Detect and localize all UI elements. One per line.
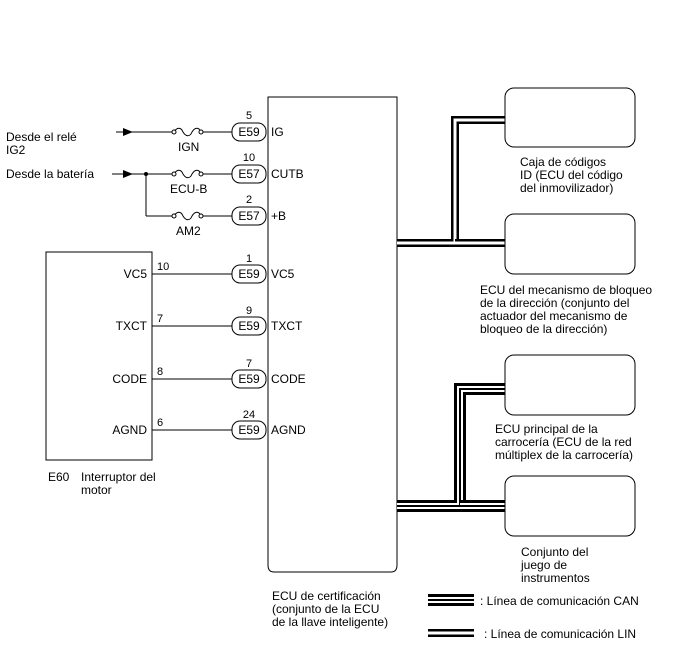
connector-id: E59 <box>238 319 260 333</box>
connector-pin: 1 <box>246 253 252 265</box>
ig2-source-line-1: Desde el relé <box>6 130 77 144</box>
engine-switch-name-line-2: motor <box>81 483 112 497</box>
ecub-fuse-icon <box>173 169 202 179</box>
certification-ecu-line-1: ECU de certificación <box>272 589 381 603</box>
engine-switch-name-line-1: Interruptor del <box>81 470 156 484</box>
engine-switch-name: Interruptor del motor <box>81 470 159 497</box>
switch-terminal-vc5: VC5 <box>124 267 148 281</box>
connector-row: 1 E59 VC5 <box>231 253 295 284</box>
switch-terminal-txct: TXCT <box>116 319 148 333</box>
id-code-box-label: Caja de códigos ID (ECU del código del i… <box>520 155 626 195</box>
switch-terminal-code: CODE <box>112 372 147 386</box>
steering-lock-ecu-module <box>504 213 636 275</box>
ecub-fuse-terminal-left-icon <box>171 171 177 177</box>
main-body-ecu-module <box>504 354 636 416</box>
connector-pill <box>231 122 267 142</box>
terminal-name: +B <box>271 209 286 223</box>
terminal-name: VC5 <box>271 267 295 281</box>
ign-fuse-terminal-right-icon <box>198 129 204 135</box>
certification-ecu-line-2: (conjunto de la ECU <box>272 602 379 616</box>
certification-ecu-line-3: de la llave inteligente) <box>272 615 388 629</box>
main-body-ecu-line-1: ECU principal de la <box>495 422 598 436</box>
connector-pill <box>231 316 267 336</box>
connector-id: E59 <box>238 125 260 139</box>
ign-fuse-terminal-left-icon <box>171 129 177 135</box>
connector-id: E57 <box>238 209 260 223</box>
engine-switch-connector: E60 <box>48 470 70 484</box>
switch-pin-10: 10 <box>157 261 169 273</box>
certification-ecu-label: ECU de certificación (conjunto de la ECU… <box>272 589 388 629</box>
terminal-name: CODE <box>271 372 306 386</box>
connector-id: E59 <box>238 267 260 281</box>
instrument-cluster-line-2: juego de <box>520 558 567 572</box>
main-body-ecu-label: ECU principal de la carrocería (ECU de l… <box>495 422 635 462</box>
am2-fuse-icon <box>173 211 202 221</box>
connector-pin: 2 <box>246 194 252 206</box>
connector-row: 7 E59 CODE <box>231 358 306 389</box>
connector-id: E59 <box>238 423 260 437</box>
connector-row: 2 E57 +B <box>231 194 286 226</box>
legend-can-label: : Línea de comunicación CAN <box>480 594 639 608</box>
am2-fuse-terminal-right-icon <box>198 213 204 219</box>
connector-id: E57 <box>238 167 260 181</box>
connector-row: 24 E59 AGND <box>231 409 306 440</box>
engine-switch-box <box>45 251 153 461</box>
am2-fuse-terminal-left-icon <box>171 213 177 219</box>
instrument-cluster-line-3: instrumentos <box>521 571 590 585</box>
connector-pill <box>231 206 267 226</box>
terminal-name: IG <box>271 125 284 139</box>
switch-terminal-agnd: AGND <box>112 423 147 437</box>
ig2-source-line-2: IG2 <box>6 143 26 157</box>
ecub-fuse-terminal-right-icon <box>198 171 204 177</box>
switch-pin-7: 7 <box>157 313 163 325</box>
connector-pin: 7 <box>246 358 252 370</box>
steering-lock-line-2: de la dirección (conjunto del <box>480 296 629 310</box>
connector-pill <box>231 420 267 440</box>
switch-pin-6: 6 <box>157 417 163 429</box>
can-bus-line <box>397 383 506 512</box>
am2-fuse-label: AM2 <box>176 224 201 238</box>
connector-pill <box>231 164 267 184</box>
ig2-source-label: Desde el relé IG2 <box>6 130 80 157</box>
battery-source-label: Desde la batería <box>6 167 94 181</box>
connector-pin: 24 <box>243 409 255 421</box>
connector-pin: 9 <box>246 305 252 317</box>
terminal-name: CUTB <box>271 167 304 181</box>
id-code-box-module <box>504 87 636 148</box>
connector-row: 5 E59 IG <box>231 110 284 142</box>
ign-fuse-icon <box>173 127 202 137</box>
switch-pin-8: 8 <box>157 366 163 378</box>
connector-pin: 5 <box>246 110 252 122</box>
id-code-box-line-1: Caja de códigos <box>520 155 606 169</box>
connector-row: 10 E57 CUTB <box>231 152 304 184</box>
main-body-ecu-line-3: múltiplex de la carrocería) <box>495 448 633 462</box>
steering-lock-line-1: ECU del mecanismo de bloqueo <box>480 283 652 297</box>
terminal-name: TXCT <box>271 319 303 333</box>
connector-row: 9 E59 TXCT <box>231 305 303 336</box>
connector-pin: 10 <box>243 152 255 164</box>
connector-id: E59 <box>238 372 260 386</box>
connector-pill <box>231 264 267 284</box>
steering-lock-line-3: actuador del mecanismo de <box>480 309 628 323</box>
id-code-box-line-2: ID (ECU del código <box>520 168 623 182</box>
legend-lin-label: : Línea de comunicación LIN <box>484 627 636 641</box>
connector-pill <box>231 369 267 389</box>
steering-lock-ecu-label: ECU del mecanismo de bloqueo de la direc… <box>480 283 655 336</box>
certification-ecu-body <box>267 96 398 573</box>
main-body-ecu-line-2: carrocería (ECU de la red <box>495 435 632 449</box>
instrument-cluster-module <box>504 475 636 537</box>
steering-lock-line-4: bloqueo de la dirección) <box>480 322 607 336</box>
terminal-name: AGND <box>271 423 306 437</box>
lin-bus-line <box>397 116 506 247</box>
ign-fuse-label: IGN <box>178 140 199 154</box>
id-code-box-line-3: del inmovilizador) <box>520 181 613 195</box>
instrument-cluster-line-1: Conjunto del <box>521 545 588 559</box>
ecub-fuse-label: ECU-B <box>170 182 207 196</box>
instrument-cluster-label: Conjunto del juego de instrumentos <box>520 545 592 585</box>
